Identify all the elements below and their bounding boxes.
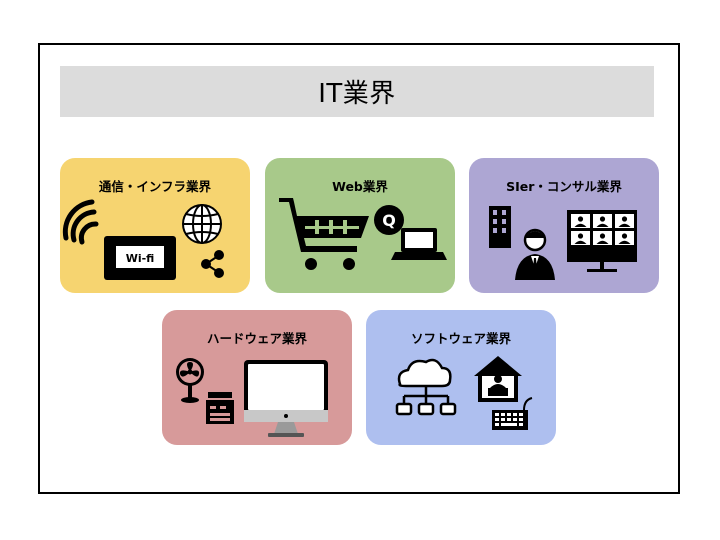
electric-fan-icon bbox=[176, 358, 204, 403]
wifi-signal-icon bbox=[62, 199, 99, 245]
card-label: 通信・インフラ業界 bbox=[98, 179, 212, 194]
web-art: Q bbox=[279, 198, 447, 270]
keyboard-icon bbox=[492, 397, 533, 430]
title-bar: IT業界 bbox=[60, 66, 654, 117]
card-sier-consulting: SIer・コンサル業界 bbox=[469, 158, 659, 293]
wifi-router-icon: Wi-fi bbox=[104, 236, 176, 280]
card-software: ソフトウェア業界 bbox=[366, 310, 556, 445]
card-label: ハードウェア業界 bbox=[206, 331, 307, 346]
home-office-icon bbox=[474, 356, 522, 402]
card-hardware: ハードウェア業界 bbox=[162, 310, 352, 445]
printer-icon bbox=[206, 392, 234, 424]
card-telecom-infra: 通信・インフラ業界 Wi-fi bbox=[60, 158, 250, 293]
search-q-label: Q bbox=[382, 211, 396, 230]
cloud-network-icon bbox=[395, 358, 457, 416]
sier-art bbox=[489, 206, 637, 280]
globe-icon bbox=[182, 204, 222, 244]
card-label: ソフトウェア業界 bbox=[410, 331, 511, 346]
page-title: IT業界 bbox=[318, 79, 396, 109]
card-label: Web業界 bbox=[332, 179, 388, 194]
card-label: SIer・コンサル業界 bbox=[506, 179, 622, 194]
building-icon bbox=[489, 206, 511, 248]
card-web: Web業界 Q bbox=[265, 158, 455, 293]
telecom-art: Wi-fi bbox=[62, 199, 224, 280]
shopping-cart-icon bbox=[279, 198, 369, 270]
hardware-art bbox=[176, 358, 328, 437]
wifi-label: Wi-fi bbox=[126, 252, 155, 265]
search-laptop-icon: Q bbox=[374, 205, 447, 260]
desktop-monitor-icon bbox=[244, 360, 328, 437]
video-conference-icon bbox=[567, 210, 637, 272]
software-art bbox=[395, 356, 533, 430]
businessperson-icon bbox=[515, 228, 555, 280]
share-icon bbox=[201, 250, 224, 278]
